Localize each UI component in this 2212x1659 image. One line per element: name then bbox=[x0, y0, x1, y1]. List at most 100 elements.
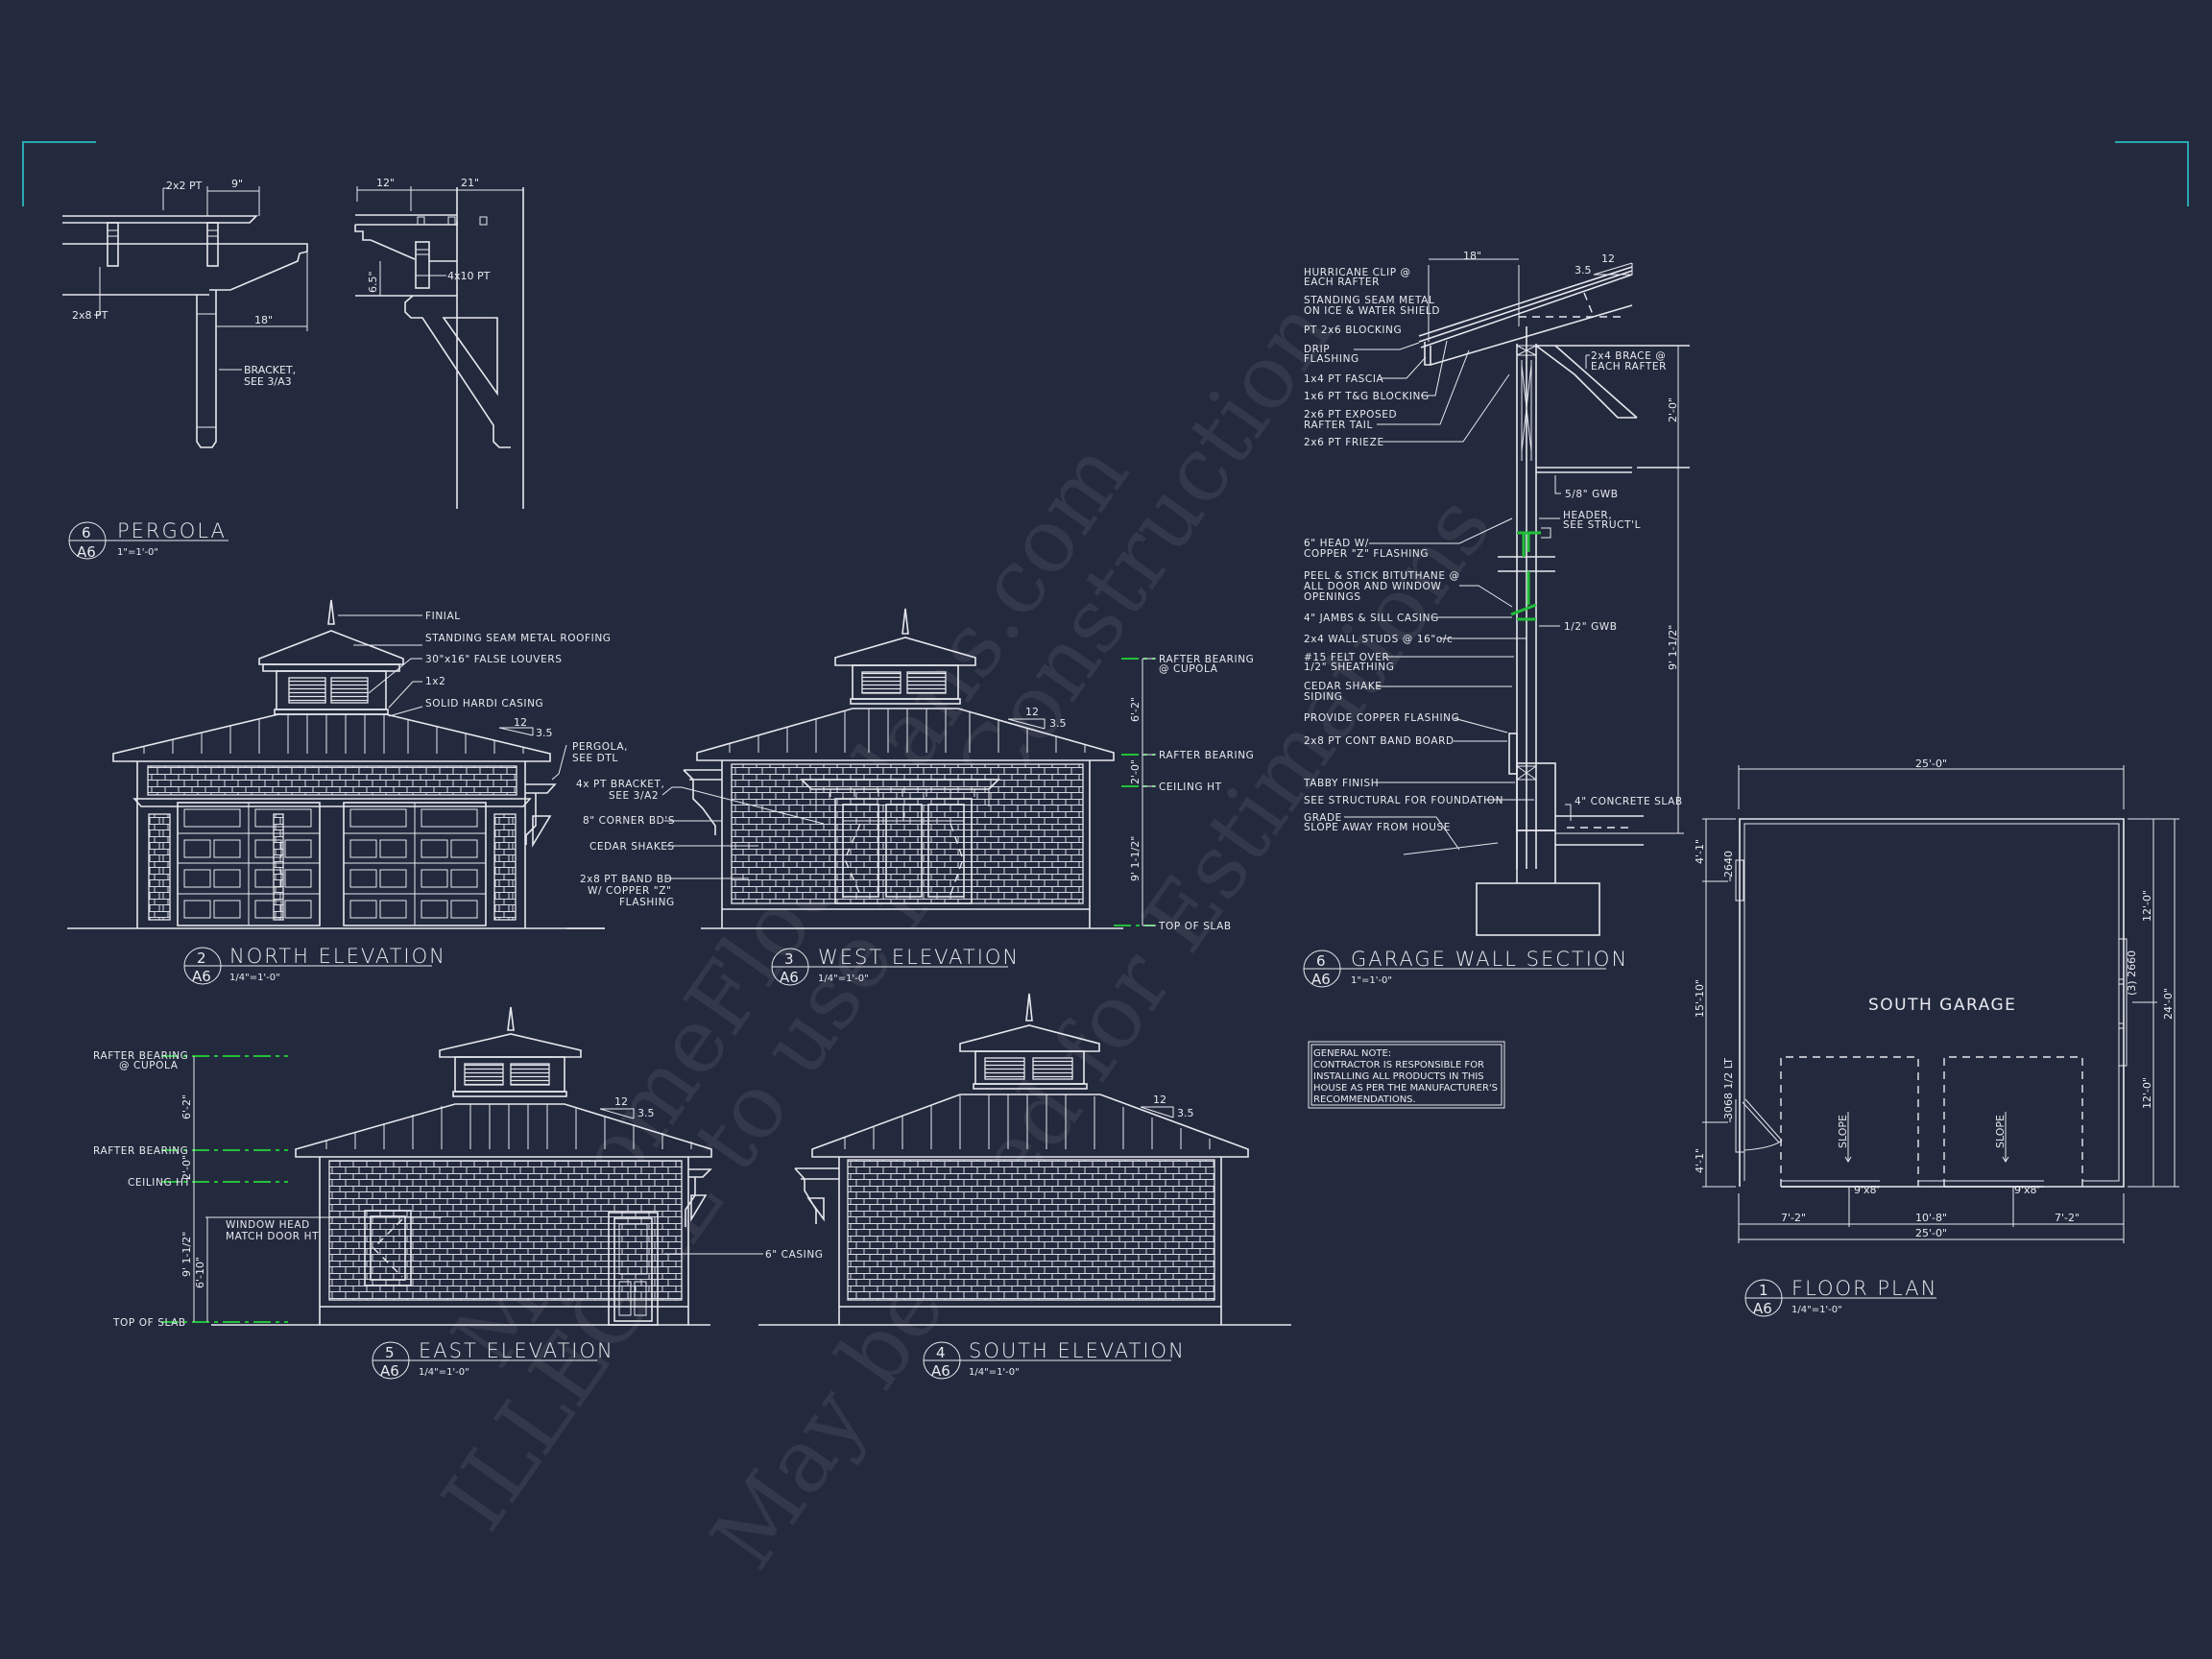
svg-text:12: 12 bbox=[614, 1095, 628, 1108]
svg-text:9' 1-1/2": 9' 1-1/2" bbox=[1129, 836, 1142, 881]
svg-text:1: 1 bbox=[1759, 1282, 1768, 1299]
svg-text:21": 21" bbox=[461, 177, 479, 189]
svg-text:9' 1-1/2": 9' 1-1/2" bbox=[180, 1232, 193, 1277]
svg-text:PERGOLA,: PERGOLA, bbox=[572, 741, 628, 753]
svg-text:PT 2x6 BLOCKING: PT 2x6 BLOCKING bbox=[1304, 325, 1402, 336]
svg-text:W/ COPPER "Z": W/ COPPER "Z" bbox=[588, 885, 671, 897]
svg-text:HURRICANE CLIP @: HURRICANE CLIP @ bbox=[1304, 267, 1411, 278]
svg-text:ALL DOOR AND WINDOW: ALL DOOR AND WINDOW bbox=[1304, 581, 1441, 592]
svg-text:2'-0": 2'-0" bbox=[180, 1155, 193, 1180]
svg-text:3068 1/2 LT: 3068 1/2 LT bbox=[1722, 1058, 1735, 1119]
svg-text:6" CASING: 6" CASING bbox=[765, 1249, 824, 1261]
svg-text:4: 4 bbox=[936, 1344, 946, 1361]
svg-text:2x6 PT EXPOSED: 2x6 PT EXPOSED bbox=[1304, 409, 1397, 421]
svg-text:18": 18" bbox=[254, 314, 273, 326]
svg-text:1/4"=1'-0": 1/4"=1'-0" bbox=[818, 974, 869, 984]
svg-text:ON ICE & WATER SHIELD: ON ICE & WATER SHIELD bbox=[1304, 305, 1440, 317]
svg-text:9'x8': 9'x8' bbox=[1854, 1184, 1880, 1196]
svg-text:SOUTH ELEVATION: SOUTH ELEVATION bbox=[969, 1339, 1186, 1362]
svg-text:SIDING: SIDING bbox=[1304, 691, 1343, 703]
svg-text:2x8 PT CONT BAND BOARD: 2x8 PT CONT BAND BOARD bbox=[1304, 735, 1455, 747]
general-note: GENERAL NOTE: CONTRACTOR IS RESPONSIBLE … bbox=[1308, 1041, 1505, 1109]
svg-text:SLOPE AWAY FROM HOUSE: SLOPE AWAY FROM HOUSE bbox=[1304, 822, 1451, 833]
svg-text:2x8 PT: 2x8 PT bbox=[72, 309, 108, 322]
garage-door-left bbox=[177, 802, 321, 926]
svg-text:FLOOR PLAN: FLOOR PLAN bbox=[1791, 1277, 1937, 1300]
svg-text:(3) 2660: (3) 2660 bbox=[2126, 950, 2138, 996]
svg-text:TOP OF SLAB: TOP OF SLAB bbox=[1158, 921, 1232, 932]
svg-text:2x6 PT FRIEZE: 2x6 PT FRIEZE bbox=[1304, 437, 1384, 448]
svg-text:12: 12 bbox=[1025, 706, 1039, 718]
watermark: MyHomeFloorPlans.com ILLEGAL to use for … bbox=[422, 282, 1511, 1587]
svg-text:6: 6 bbox=[1316, 952, 1326, 970]
svg-text:SEE 3/A3: SEE 3/A3 bbox=[244, 375, 292, 388]
svg-text:2640: 2640 bbox=[1722, 851, 1735, 878]
svg-text:A6: A6 bbox=[931, 1362, 950, 1380]
svg-text:18": 18" bbox=[1463, 250, 1481, 262]
svg-text:25'-0": 25'-0" bbox=[1915, 1227, 1947, 1239]
svg-text:FLASHING: FLASHING bbox=[619, 897, 675, 908]
svg-text:#15 FELT OVER: #15 FELT OVER bbox=[1304, 652, 1389, 663]
svg-text:SLOPE: SLOPE bbox=[1837, 1115, 1849, 1148]
svg-text:4'-1": 4'-1" bbox=[1694, 839, 1706, 864]
svg-text:SEE STRUCT'L: SEE STRUCT'L bbox=[1563, 519, 1641, 531]
svg-text:8" CORNER BD'S: 8" CORNER BD'S bbox=[583, 815, 675, 827]
svg-text:12: 12 bbox=[1153, 1094, 1166, 1106]
svg-text:A6: A6 bbox=[1753, 1300, 1772, 1317]
svg-text:PROVIDE COPPER FLASHING: PROVIDE COPPER FLASHING bbox=[1304, 712, 1459, 724]
south-elevation-title: 4 A6 SOUTH ELEVATION 1/4"=1'-0" bbox=[923, 1339, 1186, 1380]
svg-text:EACH RAFTER: EACH RAFTER bbox=[1304, 276, 1380, 288]
north-elevation-title: 2 A6 NORTH ELEVATION 1/4"=1'-0" bbox=[183, 945, 446, 985]
svg-text:BRACKET,: BRACKET, bbox=[244, 364, 296, 376]
svg-text:PEEL & STICK BITUTHANE @: PEEL & STICK BITUTHANE @ bbox=[1304, 570, 1460, 582]
svg-text:1"=1'-0": 1"=1'-0" bbox=[117, 547, 158, 558]
svg-text:4x10 PT: 4x10 PT bbox=[447, 270, 491, 282]
svg-text:7'-2": 7'-2" bbox=[1781, 1212, 1806, 1224]
svg-text:12'-0": 12'-0" bbox=[2141, 890, 2153, 922]
svg-text:SEE STRUCTURAL FOR FOUNDATION: SEE STRUCTURAL FOR FOUNDATION bbox=[1304, 795, 1503, 806]
floor-plan-title: 1 A6 FLOOR PLAN 1/4"=1'-0" bbox=[1744, 1277, 1937, 1317]
svg-text:STANDING SEAM METAL: STANDING SEAM METAL bbox=[1304, 295, 1434, 306]
pergola-title: 6 A6 PERGOLA 1"=1'-0" bbox=[68, 519, 228, 561]
svg-text:WINDOW HEAD: WINDOW HEAD bbox=[226, 1219, 310, 1231]
svg-text:1"=1'-0": 1"=1'-0" bbox=[1351, 975, 1392, 986]
svg-text:6'-10": 6'-10" bbox=[194, 1257, 206, 1288]
svg-text:9": 9" bbox=[231, 178, 243, 190]
svg-text:3.5: 3.5 bbox=[1177, 1107, 1194, 1119]
svg-text:1/2" GWB: 1/2" GWB bbox=[1564, 621, 1618, 633]
svg-text:FINIAL: FINIAL bbox=[425, 611, 461, 622]
svg-text:NORTH ELEVATION: NORTH ELEVATION bbox=[229, 945, 446, 968]
svg-text:CEILING HT: CEILING HT bbox=[128, 1177, 191, 1189]
svg-text:2'-0": 2'-0" bbox=[1667, 397, 1679, 422]
svg-text:CEDAR SHAKE: CEDAR SHAKE bbox=[1304, 681, 1382, 692]
svg-text:1x2: 1x2 bbox=[425, 676, 445, 687]
svg-text:7'-2": 7'-2" bbox=[2055, 1212, 2080, 1224]
svg-text:6'-2": 6'-2" bbox=[180, 1094, 193, 1119]
west-elevation-title: 3 A6 WEST ELEVATION 1/4"=1'-0" bbox=[771, 946, 1018, 986]
svg-text:2'-0": 2'-0" bbox=[1129, 759, 1142, 784]
svg-text:30"x16" FALSE LOUVERS: 30"x16" FALSE LOUVERS bbox=[425, 654, 562, 665]
svg-text:GRADE: GRADE bbox=[1304, 812, 1342, 824]
south-elevation: 12 3.5 bbox=[758, 993, 1291, 1326]
svg-text:3.5: 3.5 bbox=[536, 727, 553, 739]
svg-text:EAST ELEVATION: EAST ELEVATION bbox=[419, 1339, 614, 1362]
svg-text:HOUSE AS PER THE MANUFACTURER': HOUSE AS PER THE MANUFACTURER'S bbox=[1313, 1083, 1498, 1094]
svg-text:12'-0": 12'-0" bbox=[2141, 1077, 2153, 1109]
east-elevation-title: 5 A6 EAST ELEVATION 1/4"=1'-0" bbox=[372, 1339, 614, 1380]
svg-text:24'-0": 24'-0" bbox=[2162, 988, 2175, 1020]
svg-text:CEDAR SHAKES: CEDAR SHAKES bbox=[589, 841, 675, 853]
svg-text:@ CUPOLA: @ CUPOLA bbox=[1159, 663, 1218, 675]
sheet-frame-corners bbox=[22, 141, 2189, 206]
svg-text:A6: A6 bbox=[380, 1362, 399, 1380]
svg-text:1x6 PT T&G BLOCKING: 1x6 PT T&G BLOCKING bbox=[1304, 391, 1430, 402]
svg-text:TABBY FINISH: TABBY FINISH bbox=[1303, 778, 1379, 789]
svg-text:SOLID HARDI CASING: SOLID HARDI CASING bbox=[425, 698, 543, 709]
svg-text:CONTRACTOR IS RESPONSIBLE FOR: CONTRACTOR IS RESPONSIBLE FOR bbox=[1313, 1060, 1484, 1070]
svg-text:A6: A6 bbox=[192, 968, 211, 985]
svg-text:10'-8": 10'-8" bbox=[1915, 1212, 1947, 1224]
svg-text:3.5: 3.5 bbox=[1575, 264, 1592, 276]
svg-text:MATCH DOOR HT: MATCH DOOR HT bbox=[226, 1231, 319, 1242]
svg-text:SLOPE: SLOPE bbox=[1994, 1115, 2007, 1148]
svg-text:CEILING HT: CEILING HT bbox=[1159, 781, 1222, 793]
